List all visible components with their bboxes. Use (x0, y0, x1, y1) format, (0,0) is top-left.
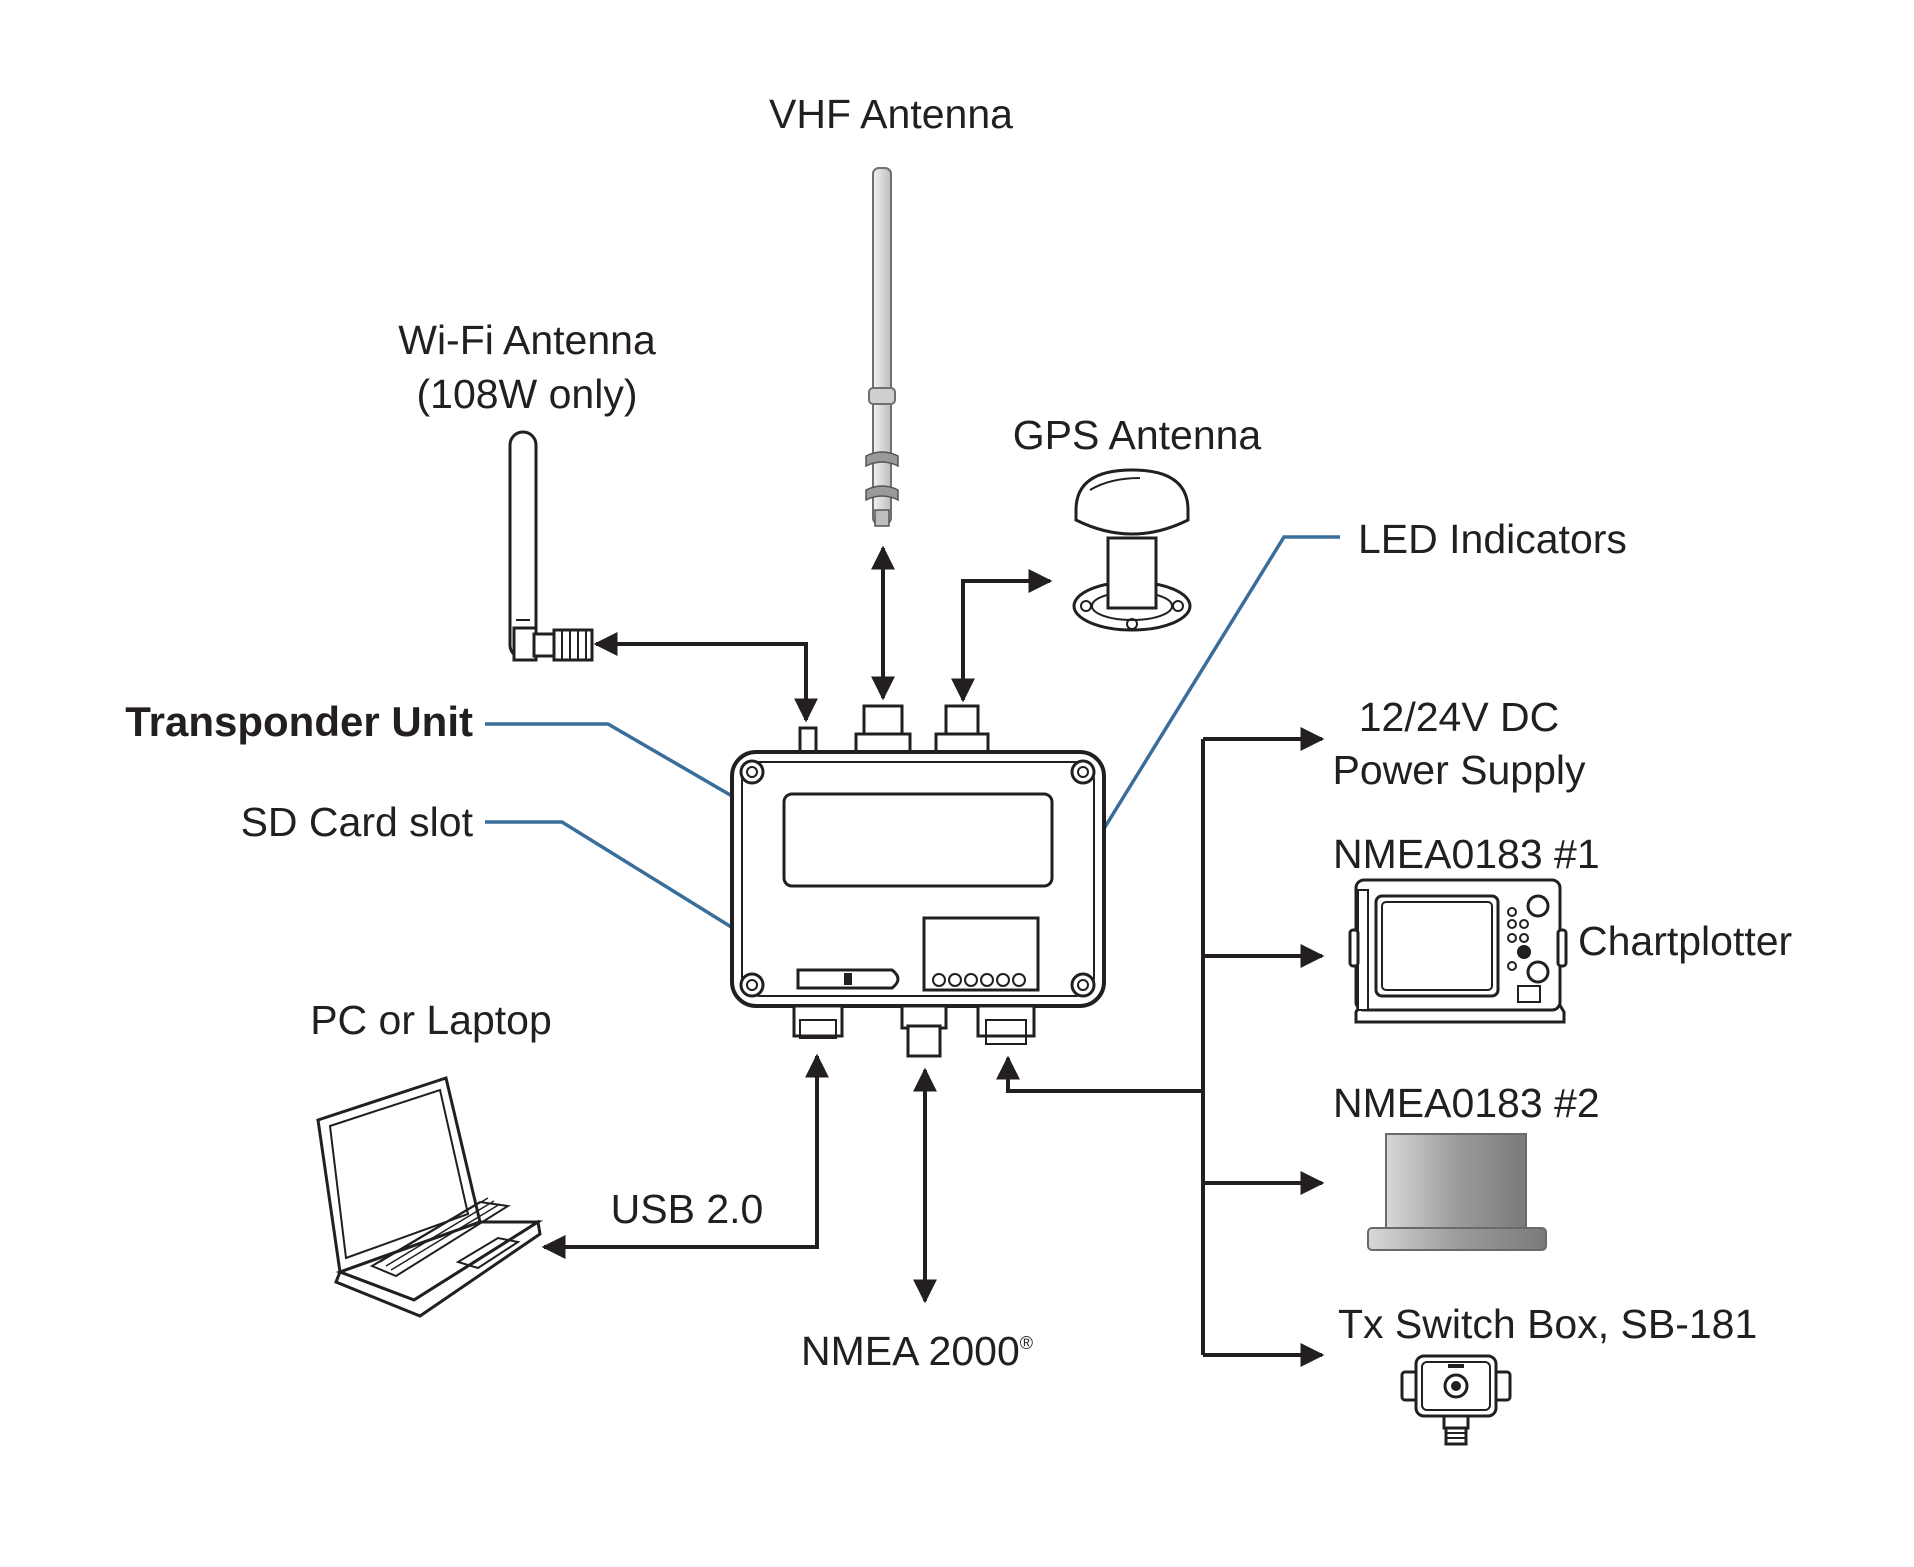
wifi-antenna-note: (108W only) (416, 371, 637, 417)
usb-link (541, 1053, 829, 1259)
led-1 (932, 973, 946, 987)
wifi-antenna-link (593, 632, 818, 723)
wifi-antenna-label: Wi-Fi Antenna (398, 317, 656, 363)
nmea0183-1-label: NMEA0183 #1 (1333, 831, 1600, 877)
nmea2000-label: NMEA 2000® (801, 1328, 1033, 1374)
pc-or-laptop-label: PC or Laptop (310, 997, 552, 1043)
led-4 (980, 973, 994, 987)
vhf-antenna-label: VHF Antenna (769, 91, 1013, 137)
vhf-connector (862, 704, 904, 738)
wifi-connector (798, 726, 818, 754)
tx-switch-box-label: Tx Switch Box, SB-181 (1338, 1301, 1757, 1347)
gps-antenna-label: GPS Antenna (1013, 412, 1262, 458)
led-indicators-label: LED Indicators (1358, 516, 1627, 562)
transponder-unit-label: Transponder Unit (125, 698, 473, 745)
nmea0183-link (996, 1055, 1203, 1093)
transponder-unit-icon (730, 704, 1106, 1058)
vhf-antenna-icon (865, 167, 899, 527)
led-2 (948, 973, 962, 987)
tx-switch-box-icon (1400, 1354, 1512, 1446)
power-supply-label-line1: 12/24V DC (1359, 694, 1560, 740)
usb-label: USB 2.0 (611, 1186, 764, 1232)
chartplotter-label: Chartplotter (1578, 918, 1792, 964)
nmea0183-2-label: NMEA0183 #2 (1333, 1080, 1600, 1126)
led-5 (996, 973, 1010, 987)
gps-antenna-icon (1072, 468, 1192, 632)
led-indicators-leader (1016, 535, 1340, 969)
power-supply-label-line2: Power Supply (1333, 747, 1586, 793)
led-6 (1012, 973, 1026, 987)
registered-mark: ® (1020, 1333, 1033, 1353)
chartplotter-icon (1348, 878, 1568, 1024)
gps-antenna-link (951, 569, 1053, 703)
wifi-antenna-icon (508, 430, 594, 662)
nmea2000-text: NMEA 2000 (801, 1328, 1020, 1374)
led-3 (964, 973, 978, 987)
generic-device-icon (1367, 1133, 1547, 1251)
laptop-icon (316, 1076, 544, 1318)
gps-connector (944, 704, 980, 738)
sd-card-slot-label: SD Card slot (241, 799, 474, 845)
transponder-unit-leader (485, 722, 733, 798)
